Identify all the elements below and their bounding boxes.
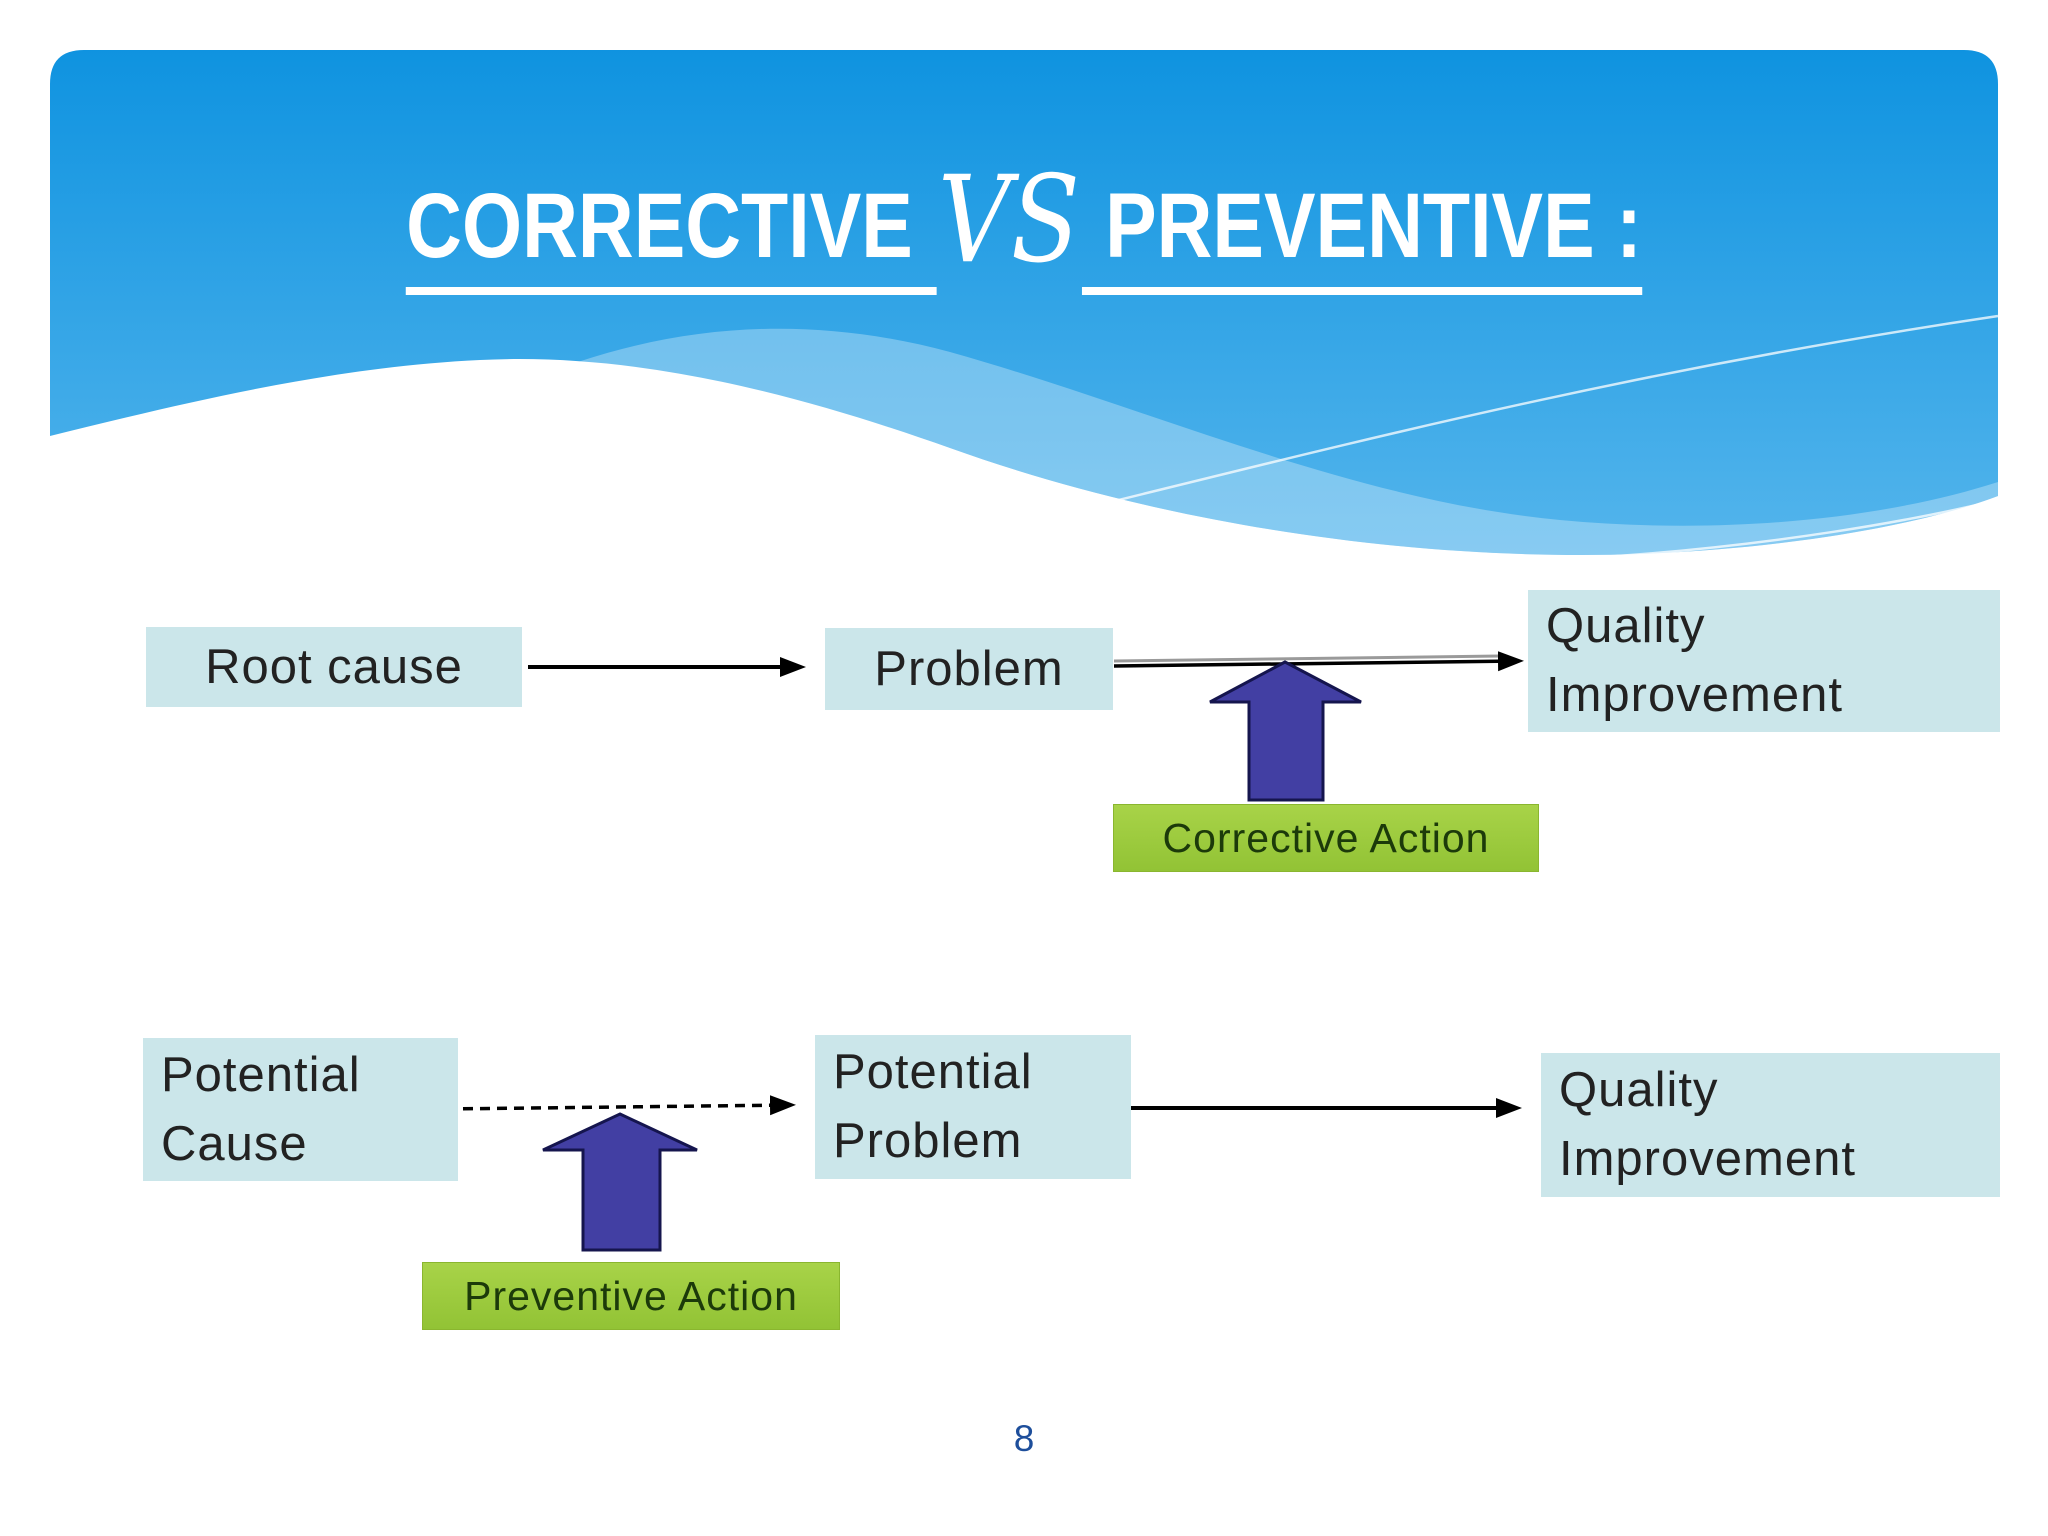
node-problem: Problem: [825, 628, 1113, 710]
node-potential-problem: Potential Problem: [815, 1035, 1131, 1179]
node-root-cause: Root cause: [146, 627, 522, 707]
node-quality-improvement-bottom-line1: Quality: [1559, 1063, 1719, 1118]
node-potential-cause: Potential Cause: [143, 1038, 458, 1181]
node-quality-improvement-bottom: Quality Improvement: [1541, 1053, 2000, 1197]
header-wave-banner: [50, 50, 1999, 564]
node-potential-problem-line2: Problem: [833, 1114, 1023, 1168]
node-root-cause-label: Root cause: [205, 639, 463, 694]
preventive-up-arrow: [542, 1112, 698, 1252]
title-corrective: CORRECTIVE: [406, 175, 937, 295]
node-quality-improvement-top-line1: Quality: [1546, 599, 1706, 654]
title-vs: VS: [938, 151, 1080, 290]
node-potential-cause-line1: Potential: [161, 1047, 361, 1102]
page-number: 8: [1013, 1418, 1035, 1459]
header-background-shape: [50, 50, 1998, 555]
connector-problem-to-quality-highlight: [1113, 654, 1501, 663]
node-quality-improvement-top: Quality Improvement: [1528, 590, 2000, 732]
node-potential-problem-line1: Potential: [833, 1045, 1033, 1100]
corrective-up-arrow: [1209, 660, 1362, 802]
node-quality-improvement-bottom-line2: Improvement: [1559, 1132, 1856, 1186]
title-preventive: PREVENTIVE :: [1081, 175, 1642, 295]
connector-problem-to-quality: [1113, 651, 1524, 672]
corrective-action-box: Corrective Action: [1113, 804, 1539, 872]
header-hairline-curve-2: [859, 314, 1999, 562]
node-potential-cause-line2: Cause: [161, 1116, 308, 1171]
header-hairline-curve-1: [519, 390, 1999, 564]
corrective-action-label: Corrective Action: [1162, 814, 1490, 861]
preventive-action-label: Preventive Action: [464, 1272, 798, 1319]
node-problem-label: Problem: [874, 641, 1064, 696]
connector-potentialcause-to-potentialproblem: [445, 1095, 796, 1116]
header-overlay-wave: [470, 328, 1998, 555]
node-quality-improvement-top-line2: Improvement: [1546, 668, 1843, 722]
preventive-action-box: Preventive Action: [422, 1262, 840, 1330]
